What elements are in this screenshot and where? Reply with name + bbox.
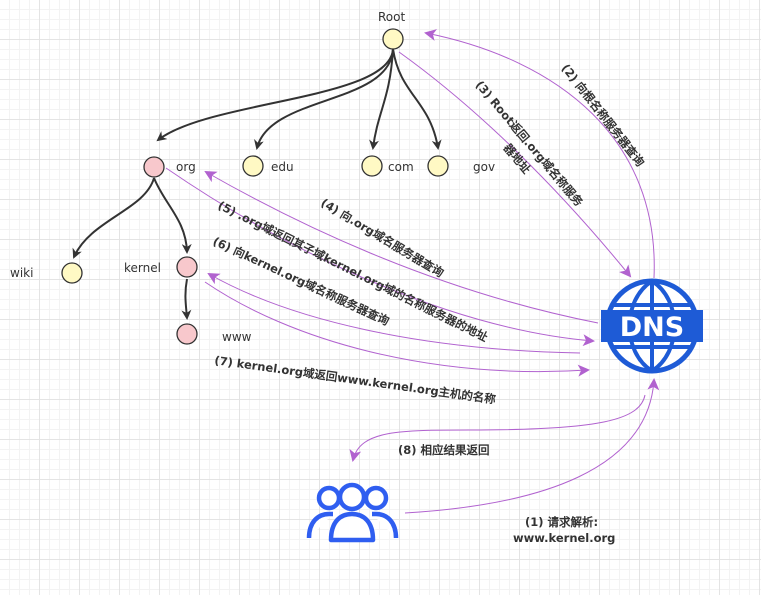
arrow-step1 <box>404 378 660 514</box>
node-www <box>176 323 198 345</box>
label-org: org <box>176 160 196 174</box>
node-com <box>361 155 383 177</box>
label-step1-line1: (1) 请求解析: <box>525 515 598 529</box>
edge-kernel-www <box>181 278 192 320</box>
node-org <box>143 156 165 178</box>
edge-root-com <box>369 48 394 150</box>
label-kernel: kernel <box>124 261 161 275</box>
label-step2: (2) 向根名称服务器查询 <box>559 61 648 169</box>
node-root <box>382 28 404 50</box>
label-edu: edu <box>271 160 294 174</box>
arrow-step8 <box>349 394 646 462</box>
svg-text:DNS: DNS <box>620 312 684 343</box>
label-step3-line1: (3) Root返回.org域名称服务 <box>473 78 586 209</box>
edge-root-org <box>156 48 394 142</box>
tree-nodes <box>61 28 449 345</box>
edge-root-edu <box>254 48 394 150</box>
edge-org-wiki <box>72 177 155 259</box>
tree-labels: Root org edu com gov wiki kernel www <box>10 10 495 344</box>
label-www: www <box>222 330 252 344</box>
dns-globe-icon: DNS <box>601 278 703 374</box>
arrow-step5 <box>165 167 595 347</box>
label-step7: (7) kernel.org域返回www.kernel.org主机的名称 <box>214 353 498 406</box>
edge-org-kernel <box>153 177 192 254</box>
arrow-step2 <box>424 29 655 279</box>
node-kernel <box>176 256 198 278</box>
arrow-step6 <box>207 273 581 354</box>
arrow-step7 <box>204 281 590 377</box>
label-step1-line2: www.kernel.org <box>513 531 615 545</box>
label-wiki: wiki <box>10 266 33 280</box>
label-com: com <box>388 160 414 174</box>
node-wiki <box>61 262 83 284</box>
label-root: Root <box>378 10 405 24</box>
label-step8: (8) 相应结果返回 <box>398 443 490 457</box>
users-group-icon <box>306 482 399 543</box>
arrow-step3 <box>398 51 632 278</box>
label-gov: gov <box>473 160 495 174</box>
flow-arrows <box>165 29 660 514</box>
edge-root-gov <box>392 48 442 150</box>
tree-edges <box>72 48 442 320</box>
node-edu <box>242 155 264 177</box>
step-labels: (2) 向根名称服务器查询 (3) Root返回.org域名称服务 器地址 (4… <box>211 61 648 545</box>
arrow-step4 <box>204 171 599 324</box>
node-gov <box>427 155 449 177</box>
